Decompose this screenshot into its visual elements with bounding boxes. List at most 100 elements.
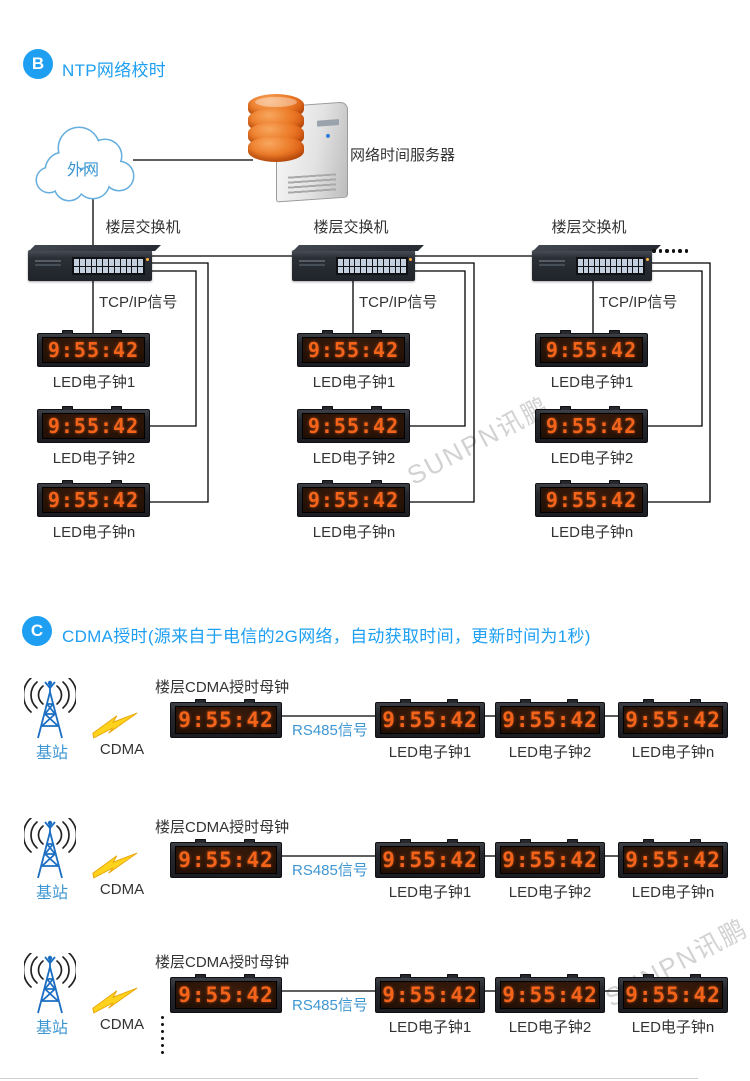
mount-tab <box>243 699 255 703</box>
led-clock: 9:55:42 <box>37 330 150 367</box>
mount-tab <box>399 699 411 703</box>
led-clock: 9:55:42 <box>495 699 605 738</box>
switch-brand-panel <box>299 260 325 271</box>
led-display: 9:55:42 <box>175 846 277 874</box>
clock-time: 9:55:42 <box>382 983 478 1007</box>
led-clock: 9:55:42 <box>495 974 605 1013</box>
led-clock: 9:55:42 <box>618 699 728 738</box>
switch-status-led <box>646 258 649 261</box>
mount-tab <box>195 839 207 843</box>
mount-tab <box>371 480 383 484</box>
base-station-label: 基站 <box>35 745 68 762</box>
led-clock: 9:55:42 <box>535 330 648 367</box>
clock-label: LED电子钟2 <box>508 884 592 901</box>
mount-tab <box>243 839 255 843</box>
mount-tab <box>567 974 579 978</box>
mount-tab <box>322 480 334 484</box>
clock-time: 9:55:42 <box>502 983 598 1007</box>
server-drive-slot <box>317 119 339 127</box>
clock-time: 9:55:42 <box>625 708 721 732</box>
mount-tab <box>243 974 255 978</box>
cdma-label: CDMA <box>99 741 145 758</box>
base-station-label: 基站 <box>35 885 68 902</box>
clock-time: 9:55:42 <box>502 848 598 872</box>
server-label: 网络时间服务器 <box>350 147 456 164</box>
mount-tab <box>519 699 531 703</box>
lightning-icon <box>91 711 139 739</box>
clock-time: 9:55:42 <box>307 414 400 438</box>
clock-label: LED电子钟n <box>52 524 136 541</box>
clock-label: LED电子钟2 <box>52 450 136 467</box>
clock-label: LED电子钟1 <box>388 744 472 761</box>
clock-time: 9:55:42 <box>307 488 400 512</box>
mount-tab <box>519 839 531 843</box>
network-switch <box>28 245 161 281</box>
led-clock: 9:55:42 <box>375 974 485 1013</box>
clock-time: 9:55:42 <box>625 983 721 1007</box>
led-clock: 9:55:42 <box>375 839 485 878</box>
clock-label: LED电子钟n <box>631 884 715 901</box>
mount-tab <box>567 699 579 703</box>
clock-time: 9:55:42 <box>545 488 638 512</box>
led-clock: 9:55:42 <box>535 480 648 517</box>
mount-tab <box>62 330 74 334</box>
mount-tab <box>447 839 459 843</box>
led-clock: 9:55:42 <box>170 839 282 878</box>
led-clock: 9:55:42 <box>375 699 485 738</box>
mount-tab <box>560 406 572 410</box>
base-station-label: 基站 <box>35 1020 68 1037</box>
network-switch <box>292 245 424 281</box>
clock-label: LED电子钟n <box>550 524 634 541</box>
switch-top-face <box>29 245 161 251</box>
more-rows-ellipsis <box>161 1016 164 1054</box>
led-display: 9:55:42 <box>500 706 600 734</box>
mount-tab <box>642 974 654 978</box>
base-station-icon <box>22 677 78 742</box>
clock-time: 9:55:42 <box>47 338 140 362</box>
led-clock: 9:55:42 <box>535 406 648 443</box>
led-display: 9:55:42 <box>42 487 145 513</box>
led-display: 9:55:42 <box>540 487 643 513</box>
led-clock: 9:55:42 <box>618 839 728 878</box>
mount-tab <box>609 480 621 484</box>
mount-tab <box>447 974 459 978</box>
led-display: 9:55:42 <box>42 413 145 439</box>
led-display: 9:55:42 <box>540 337 643 363</box>
mount-tab <box>111 480 123 484</box>
led-clock: 9:55:42 <box>170 974 282 1013</box>
switch-brand-panel <box>539 260 565 271</box>
switch-ports <box>336 257 408 275</box>
clock-time: 9:55:42 <box>178 848 274 872</box>
clock-time: 9:55:42 <box>545 414 638 438</box>
led-clock: 9:55:42 <box>297 330 410 367</box>
led-display: 9:55:42 <box>380 846 480 874</box>
clock-time: 9:55:42 <box>178 708 274 732</box>
led-display: 9:55:42 <box>302 337 405 363</box>
lightning-icon <box>91 851 139 879</box>
mount-tab <box>690 974 702 978</box>
led-display: 9:55:42 <box>623 846 723 874</box>
mount-tab <box>642 699 654 703</box>
clock-label: LED电子钟1 <box>52 374 136 391</box>
led-display: 9:55:42 <box>380 981 480 1009</box>
clock-time: 9:55:42 <box>502 708 598 732</box>
tcpip-signal-label: TCP/IP信号 <box>359 294 438 311</box>
mount-tab <box>322 330 334 334</box>
network-switch <box>532 245 661 281</box>
led-display: 9:55:42 <box>500 846 600 874</box>
mount-tab <box>195 974 207 978</box>
clock-label: LED电子钟1 <box>388 884 472 901</box>
led-clock: 9:55:42 <box>37 480 150 517</box>
mount-tab <box>111 406 123 410</box>
mount-tab <box>609 330 621 334</box>
led-display: 9:55:42 <box>302 413 405 439</box>
master-clock-label: 楼层CDMA授时母钟 <box>155 679 290 696</box>
clock-label: LED电子钟1 <box>550 374 634 391</box>
led-display: 9:55:42 <box>175 706 277 734</box>
floor-switch-label: 楼层交换机 <box>105 219 181 236</box>
switch-status-led <box>409 258 412 261</box>
more-switches-ellipsis <box>652 249 688 253</box>
section-c-badge: C <box>22 616 52 646</box>
mount-tab <box>399 839 411 843</box>
